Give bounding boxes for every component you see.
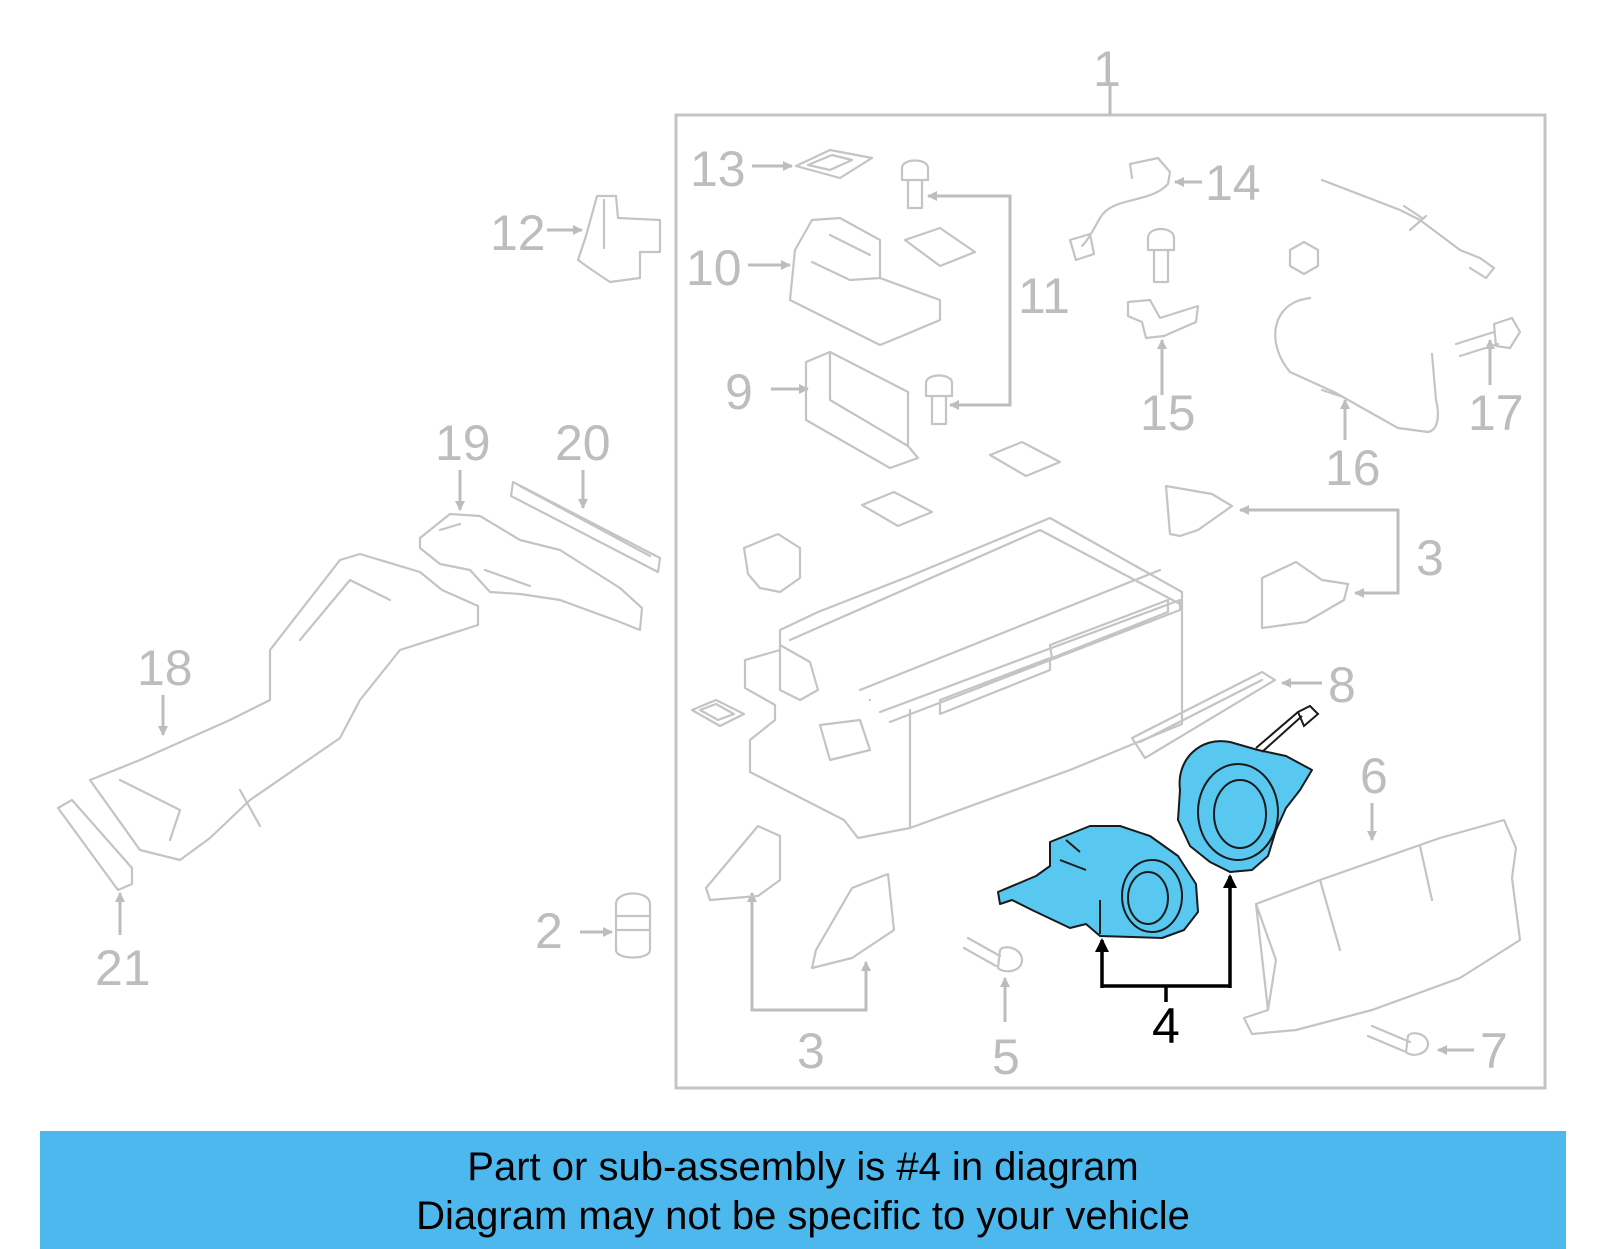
callout-20: 20	[555, 415, 611, 471]
callout-16: 16	[1325, 440, 1381, 496]
part-10-module	[788, 216, 942, 347]
callout-19: 19	[435, 415, 491, 471]
assembly-frame	[674, 113, 1547, 1090]
callout-14: 14	[1205, 155, 1261, 211]
part-battery-pack	[743, 516, 1184, 840]
part-screw-lower	[924, 374, 954, 426]
part-7-bolt	[1366, 1024, 1430, 1056]
part-pad-upper	[903, 226, 977, 268]
callout-17: 17	[1468, 385, 1524, 441]
callout-11: 11	[1018, 268, 1070, 324]
callout-3-right: 3	[1416, 530, 1444, 586]
part-20-strip	[509, 480, 662, 574]
part-screw-upper	[900, 159, 930, 210]
part-nut	[1288, 240, 1320, 276]
part-16-cable	[1274, 296, 1439, 434]
banner-line-2: Diagram may not be specific to your vehi…	[416, 1194, 1190, 1238]
part-4-blower-right	[1177, 704, 1320, 873]
part-gasket-small	[690, 698, 746, 728]
part-bolt-upper	[1146, 227, 1176, 284]
part-17-bolt	[1454, 316, 1522, 358]
part-12-clip	[576, 194, 662, 284]
callout-6: 6	[1360, 748, 1388, 804]
callout-10: 10	[686, 240, 742, 296]
callout-8: 8	[1328, 657, 1356, 713]
part-pad-mid	[988, 440, 1062, 478]
callout-1: 1	[1093, 41, 1121, 97]
part-3-bracket-br	[810, 872, 896, 970]
part-3-bracket-lower	[1260, 560, 1350, 630]
part-4-blower-left	[997, 825, 1199, 939]
part-18-duct	[88, 552, 480, 862]
part-5-bolt	[962, 936, 1024, 973]
part-pad-low	[860, 490, 934, 528]
callout-15: 15	[1140, 385, 1196, 441]
part-19-duct	[418, 512, 644, 632]
callout-9: 9	[725, 364, 753, 420]
part-14-harness	[1068, 156, 1172, 262]
part-15-bracket	[1126, 298, 1200, 340]
part-3-bracket-upper	[1164, 484, 1234, 538]
callout-21: 21	[95, 940, 151, 996]
part-9-controller	[804, 350, 920, 470]
callout-5: 5	[992, 1029, 1020, 1085]
banner-line-1: Part or sub-assembly is #4 in diagram	[467, 1145, 1139, 1189]
callout-3-bottom: 3	[797, 1023, 825, 1079]
callout-7: 7	[1480, 1023, 1508, 1079]
part-6-cover	[1242, 818, 1522, 1036]
part-2-clip	[614, 892, 652, 959]
callout-18: 18	[137, 640, 193, 696]
part-cable-top	[1320, 178, 1496, 280]
part-21-strip	[56, 798, 134, 892]
callout-12: 12	[490, 205, 546, 261]
part-13-pad	[794, 148, 874, 180]
part-small-block	[742, 532, 802, 594]
part-3-bracket-bl	[704, 824, 782, 902]
callout-4: 4	[1152, 998, 1180, 1054]
callout-4-leader	[1095, 874, 1237, 1002]
info-banner: Part or sub-assembly is #4 in diagram Di…	[40, 1131, 1566, 1249]
part-8-strip	[1130, 670, 1277, 760]
callout-2: 2	[535, 903, 563, 959]
callout-13: 13	[690, 141, 746, 197]
leader-lines	[115, 161, 1495, 1055]
